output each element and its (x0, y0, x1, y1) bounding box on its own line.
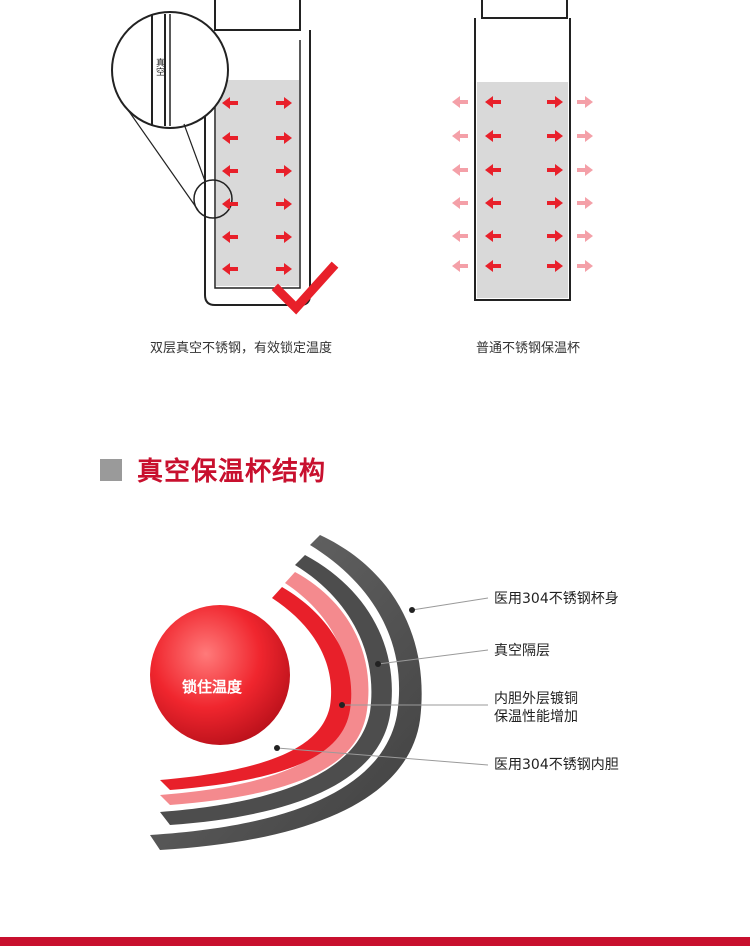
leader-lines (276, 597, 489, 766)
section-marker (100, 459, 122, 481)
heat-loss-arrows (452, 96, 593, 272)
layer-label-vacuum: 真空隔层 (494, 643, 550, 659)
layer-label-copper: 内胆外层镀铜 保温性能增加 (494, 691, 578, 725)
layer-label-inner-liner: 医用304不锈钢内胆 (494, 757, 619, 773)
structure-diagram (150, 535, 489, 850)
normal-cup-caption: 普通不锈钢保温杯 (476, 341, 581, 356)
core-label: 锁住温度 (182, 678, 243, 696)
vacuum-cup-caption: 双层真空不锈钢，有效锁定温度 (150, 341, 333, 356)
layer-label-outer-shell: 医用304不锈钢杯身 (494, 591, 619, 607)
zoom-callout (111, 11, 233, 219)
comparison-diagram (111, 0, 593, 315)
zoom-label: 真空 (154, 58, 164, 76)
vacuum-arrows (222, 97, 292, 275)
check-icon (271, 261, 339, 315)
core-sphere (150, 605, 290, 745)
normal-cup (474, 0, 571, 301)
section-title: 真空保温杯结构 (137, 457, 327, 487)
leader-dots (274, 607, 415, 751)
bottom-accent-bar (0, 937, 750, 946)
vacuum-cup (204, 0, 311, 306)
